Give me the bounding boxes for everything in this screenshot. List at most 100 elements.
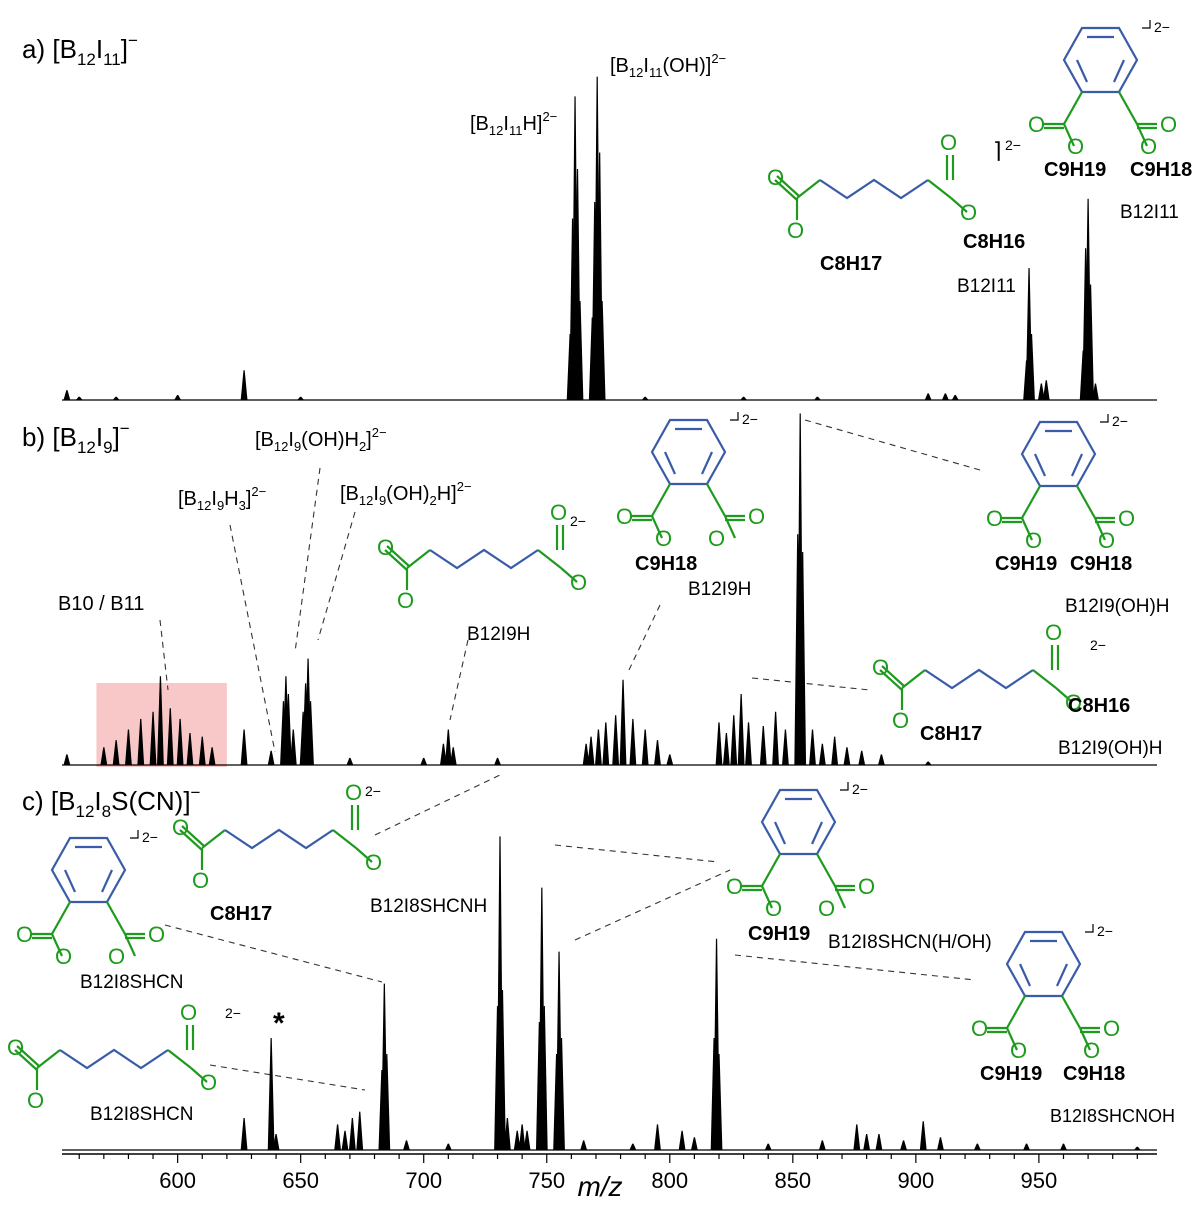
adipate-cyclic-cluster-label: B12I9H xyxy=(467,624,530,645)
peak-b-32 xyxy=(612,715,620,765)
svg-text:O: O xyxy=(1103,1016,1120,1041)
svg-text:O: O xyxy=(570,570,587,595)
peak-b-44 xyxy=(772,711,779,765)
x-tick-label-1: 650 xyxy=(282,1168,319,1193)
leader-line-12 xyxy=(209,1064,366,1091)
leader-line-8 xyxy=(374,774,501,836)
svg-text:O: O xyxy=(1067,134,1084,159)
peak-c-32 xyxy=(715,1054,723,1150)
peak-b-6 xyxy=(157,676,164,765)
peak-c-35 xyxy=(853,1124,861,1150)
peak-b-52 xyxy=(843,747,851,765)
peak-c-14 xyxy=(499,990,506,1150)
peak-a-1 xyxy=(75,396,83,400)
peak-c-36 xyxy=(863,1134,871,1150)
leader-line-13 xyxy=(734,954,976,981)
leader-line-10 xyxy=(164,924,383,983)
peak-b-25 xyxy=(444,729,452,765)
peak-b-23 xyxy=(420,757,428,765)
peak-b-26 xyxy=(449,747,457,765)
peak-b-21 xyxy=(307,701,314,765)
svg-text:O: O xyxy=(1025,528,1042,553)
peak-b-30 xyxy=(595,729,602,765)
peak-b-28 xyxy=(582,743,590,765)
phthalate-c-cluster-label: B12I8SHCNOH xyxy=(1050,1106,1175,1126)
svg-text:2−: 2− xyxy=(1112,413,1128,429)
peak-c-6 xyxy=(356,1111,364,1150)
peak-c-1 xyxy=(267,1038,275,1150)
peak-b-37 xyxy=(666,754,674,765)
peak-b-27 xyxy=(494,757,501,765)
peak-a-18 xyxy=(814,396,821,400)
x-tick-label-6: 900 xyxy=(897,1168,934,1193)
peak-c-11 xyxy=(444,1143,452,1150)
adipate-cluster-label: B12I11 xyxy=(957,276,1016,297)
svg-text:O: O xyxy=(7,1035,24,1060)
peak-b-43 xyxy=(759,725,767,765)
highlight-label: B10 / B11 xyxy=(58,593,144,615)
x-tick-label-3: 750 xyxy=(528,1168,565,1193)
svg-text:O: O xyxy=(397,588,414,613)
svg-text:O: O xyxy=(200,1070,217,1095)
structure-c-phthalate: O O O O 2− C9H19 C9H18 B12I8SHCNOH xyxy=(971,922,1175,1126)
peak-c-38 xyxy=(900,1140,907,1150)
adipate-c-cyclic-cluster-label: B12I8SHCN xyxy=(90,1104,194,1125)
peak-c-40 xyxy=(937,1137,944,1150)
svg-text:O: O xyxy=(1045,620,1062,645)
peak-a-17 xyxy=(740,396,748,400)
peak-c-18 xyxy=(523,1130,531,1150)
leader-line-3 xyxy=(317,511,356,641)
svg-text:O: O xyxy=(1118,506,1135,531)
peak-b-11 xyxy=(208,747,216,765)
structure-c-adipate: O O O O 2− C8H17 B12I8SHCNH xyxy=(172,780,487,925)
svg-text:2−: 2− xyxy=(852,781,868,797)
svg-text:2−: 2− xyxy=(365,783,381,799)
peak-b-35 xyxy=(641,729,649,765)
svg-text:O: O xyxy=(708,526,725,551)
svg-text:O: O xyxy=(726,874,743,899)
x-tick-label-0: 600 xyxy=(159,1168,196,1193)
structure-b-adipate: O O O O 2− C8H17 C8H16 B12I9(OH)H xyxy=(872,620,1163,759)
phthalate-c-mid-cluster-label: B12I8SHCN(H/OH) xyxy=(828,932,992,953)
svg-text:O: O xyxy=(858,874,875,899)
phthalate-c-linker-label: C9H18 xyxy=(1063,1063,1125,1085)
adipate-c-cluster-label: B12I8SHCNH xyxy=(370,896,487,917)
peak-b-8 xyxy=(176,718,184,765)
peak-b-36 xyxy=(654,740,661,765)
x-tick-label-2: 700 xyxy=(405,1168,442,1193)
svg-text:O: O xyxy=(960,200,977,225)
annotation-b-1: [B12I9H3]2− xyxy=(178,484,266,513)
peak-c-4 xyxy=(341,1130,349,1150)
peak-c-39 xyxy=(919,1121,927,1150)
peak-layer xyxy=(63,76,1141,1150)
structure-b-phthalate: O O O O 2− C9H19 C9H18 B12I9(OH)H xyxy=(986,412,1170,617)
leader-line-0 xyxy=(159,619,169,691)
svg-text:2−: 2− xyxy=(1154,19,1170,35)
peak-b-48 xyxy=(799,552,807,765)
peak-b-16 xyxy=(284,694,292,765)
peak-b-10 xyxy=(198,736,206,765)
peak-b-1 xyxy=(100,747,108,765)
svg-text:O: O xyxy=(1010,1038,1027,1063)
svg-text:2−: 2− xyxy=(1090,637,1106,653)
structure-b-phthalate-cyclic: O O O O 2− C9H18 B12I9H xyxy=(616,410,765,600)
svg-text:O: O xyxy=(971,1016,988,1041)
peak-c-16 xyxy=(513,1130,521,1150)
peak-c-2 xyxy=(272,1134,280,1150)
peak-c-33 xyxy=(764,1143,772,1150)
peak-b-17 xyxy=(289,729,297,765)
peak-c-44 xyxy=(1133,1146,1141,1150)
svg-text:O: O xyxy=(345,780,362,805)
leader-line-7 xyxy=(751,677,871,691)
peak-a-2 xyxy=(112,396,120,400)
leader-line-4 xyxy=(449,639,469,721)
adipate-b-linker-label: C8H16 xyxy=(1068,695,1130,717)
peak-a-4 xyxy=(240,370,248,400)
peak-a-25 xyxy=(1037,383,1045,400)
svg-text:O: O xyxy=(180,1000,197,1025)
x-tick-label-5: 850 xyxy=(774,1168,811,1193)
peak-a-26 xyxy=(1042,380,1050,400)
peak-c-43 xyxy=(1060,1143,1067,1150)
svg-text:O: O xyxy=(892,708,909,733)
structure-b-adipate-cyclic: O O O O 2− B12I9H xyxy=(377,500,587,645)
